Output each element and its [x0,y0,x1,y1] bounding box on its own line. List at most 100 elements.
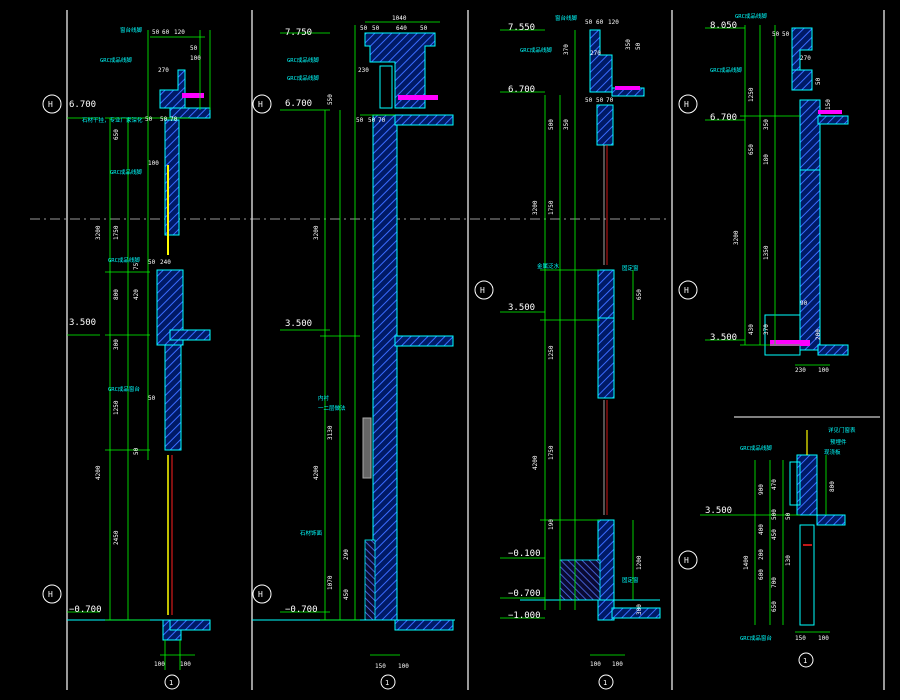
s3-level-0100: −0.100 [500,549,545,559]
section-5[interactable]: 3.500 150 100 900 470 500 400 450 1400 2… [678,416,880,668]
svg-text:3.500: 3.500 [285,319,312,329]
svg-text:1750: 1750 [548,445,555,460]
section-separators [66,10,885,690]
svg-text:H: H [684,286,689,295]
svg-text:470: 470 [771,479,778,490]
svg-text:石材饰面: 石材饰面 [300,529,323,537]
s5-lower-frame [799,524,815,626]
s4-dim-chain [740,25,830,366]
svg-text:H: H [48,100,53,109]
s3-axis-bubble-foot: 1 [598,674,614,690]
s4-membrane-low [770,340,810,346]
svg-text:50: 50 [160,116,168,123]
svg-text:100: 100 [398,663,409,670]
svg-text:GRC成品线脚: GRC成品线脚 [108,256,140,264]
svg-text:H: H [48,590,53,599]
s3-level-6700: 6.700 [500,85,545,95]
svg-text:6.700: 6.700 [69,100,96,110]
svg-text:固定窗: 固定窗 [622,576,639,584]
svg-text:1070: 1070 [327,575,334,590]
s1-slab-ground [169,619,211,631]
svg-text:100: 100 [818,635,829,642]
svg-text:240: 240 [160,259,171,266]
svg-text:2450: 2450 [113,530,120,545]
svg-text:290: 290 [343,549,350,560]
s1-membrane [182,93,204,98]
svg-text:6.700: 6.700 [508,85,535,95]
s1-axis-bubble-bottom: H [42,584,62,604]
svg-text:50: 50 [782,31,790,38]
svg-text:350: 350 [625,39,632,50]
svg-text:70: 70 [606,97,614,104]
svg-text:1250: 1250 [113,400,120,415]
svg-text:450: 450 [771,529,778,540]
svg-text:50: 50 [152,29,160,36]
s5-axis-bubble: H [678,550,698,570]
s5-level-3500: 3.500 [700,506,750,516]
svg-text:300: 300 [636,604,643,615]
svg-text:GRC成品线脚: GRC成品线脚 [740,444,772,452]
svg-text:70: 70 [378,117,386,124]
svg-text:3200: 3200 [532,200,539,215]
s5-slab [816,514,846,526]
svg-text:1: 1 [603,679,607,687]
s2-notes: GRC成品线脚 GRC成品线脚 内衬 一二层做法 石材饰面 [287,56,346,537]
section-3[interactable]: 7.550 6.700 3.500 −0.100 −0.700 −1.000 5… [474,14,661,690]
svg-text:GRC成品窗台: GRC成品窗台 [108,385,140,393]
svg-text:窗台线脚: 窗台线脚 [555,14,578,22]
svg-text:420: 420 [133,289,140,300]
svg-text:800: 800 [829,481,836,492]
s2-cornice-inner [379,65,393,109]
s3-dim-chain [540,30,634,656]
svg-text:650: 650 [636,289,643,300]
svg-text:H: H [684,556,689,565]
svg-text:1250: 1250 [548,345,555,360]
s4-level-6700: 6.700 [705,113,745,123]
s4-cornice [791,69,813,91]
svg-text:100: 100 [818,367,829,374]
s3-slab-ground [611,607,661,619]
svg-text:详见门窗表: 详见门窗表 [828,426,856,434]
svg-text:50: 50 [133,447,140,455]
svg-text:4200: 4200 [95,465,102,480]
svg-text:50: 50 [785,512,792,520]
s2-membrane [398,95,438,100]
svg-text:H: H [480,286,485,295]
s1-dim-texts: 50 60 120 270 50 100 50 50 70 100 50 240… [95,29,201,668]
s5-notes: GRC成品线脚 详见门窗表 预埋件 现浇板 GRC成品窗台 [740,426,856,642]
svg-text:−1.000: −1.000 [508,611,541,621]
section-1[interactable]: 6.700 3.500 −0.700 50 60 120 270 50 100 … [42,26,211,690]
svg-text:50: 50 [148,259,156,266]
svg-text:130: 130 [785,555,792,566]
svg-text:GRC成品线脚: GRC成品线脚 [287,56,319,64]
s5-dim-chain [750,455,830,633]
svg-text:H: H [258,100,263,109]
svg-text:200: 200 [758,549,765,560]
svg-text:150: 150 [795,635,806,642]
svg-text:3200: 3200 [313,225,320,240]
svg-text:150: 150 [375,663,386,670]
s4-axis-bubble-top: H [678,94,698,114]
svg-text:50: 50 [596,97,604,104]
s2-level-3500: 3.500 [280,319,330,331]
svg-text:400: 400 [758,524,765,535]
s2-level-0700: −0.700 [280,605,330,615]
s2-slab-3500 [394,335,454,347]
s3-wall-top [596,104,614,146]
s2-axis-bubble-bottom: H [252,584,272,604]
svg-text:640: 640 [396,25,407,32]
svg-text:窗台线脚: 窗台线脚 [120,26,143,34]
svg-text:50: 50 [360,25,368,32]
section-2[interactable]: 7.750 6.700 3.500 −0.700 1040 50 50 640 … [252,15,455,690]
svg-text:50: 50 [585,19,593,26]
s4-base-cornice [764,314,801,356]
svg-text:650: 650 [771,601,778,612]
s3-base-block [559,559,601,601]
section-4[interactable]: 8.050 6.700 3.500 50 50 270 230 100 1250… [678,12,849,374]
s2-level-7750: 7.750 [280,28,330,38]
s5-dim-texts: 150 100 900 470 500 400 450 1400 200 600… [743,479,836,642]
svg-text:8.050: 8.050 [710,21,737,31]
svg-text:石材干挂，专业厂家深化: 石材干挂，专业厂家深化 [82,116,143,124]
svg-text:500: 500 [548,119,555,130]
